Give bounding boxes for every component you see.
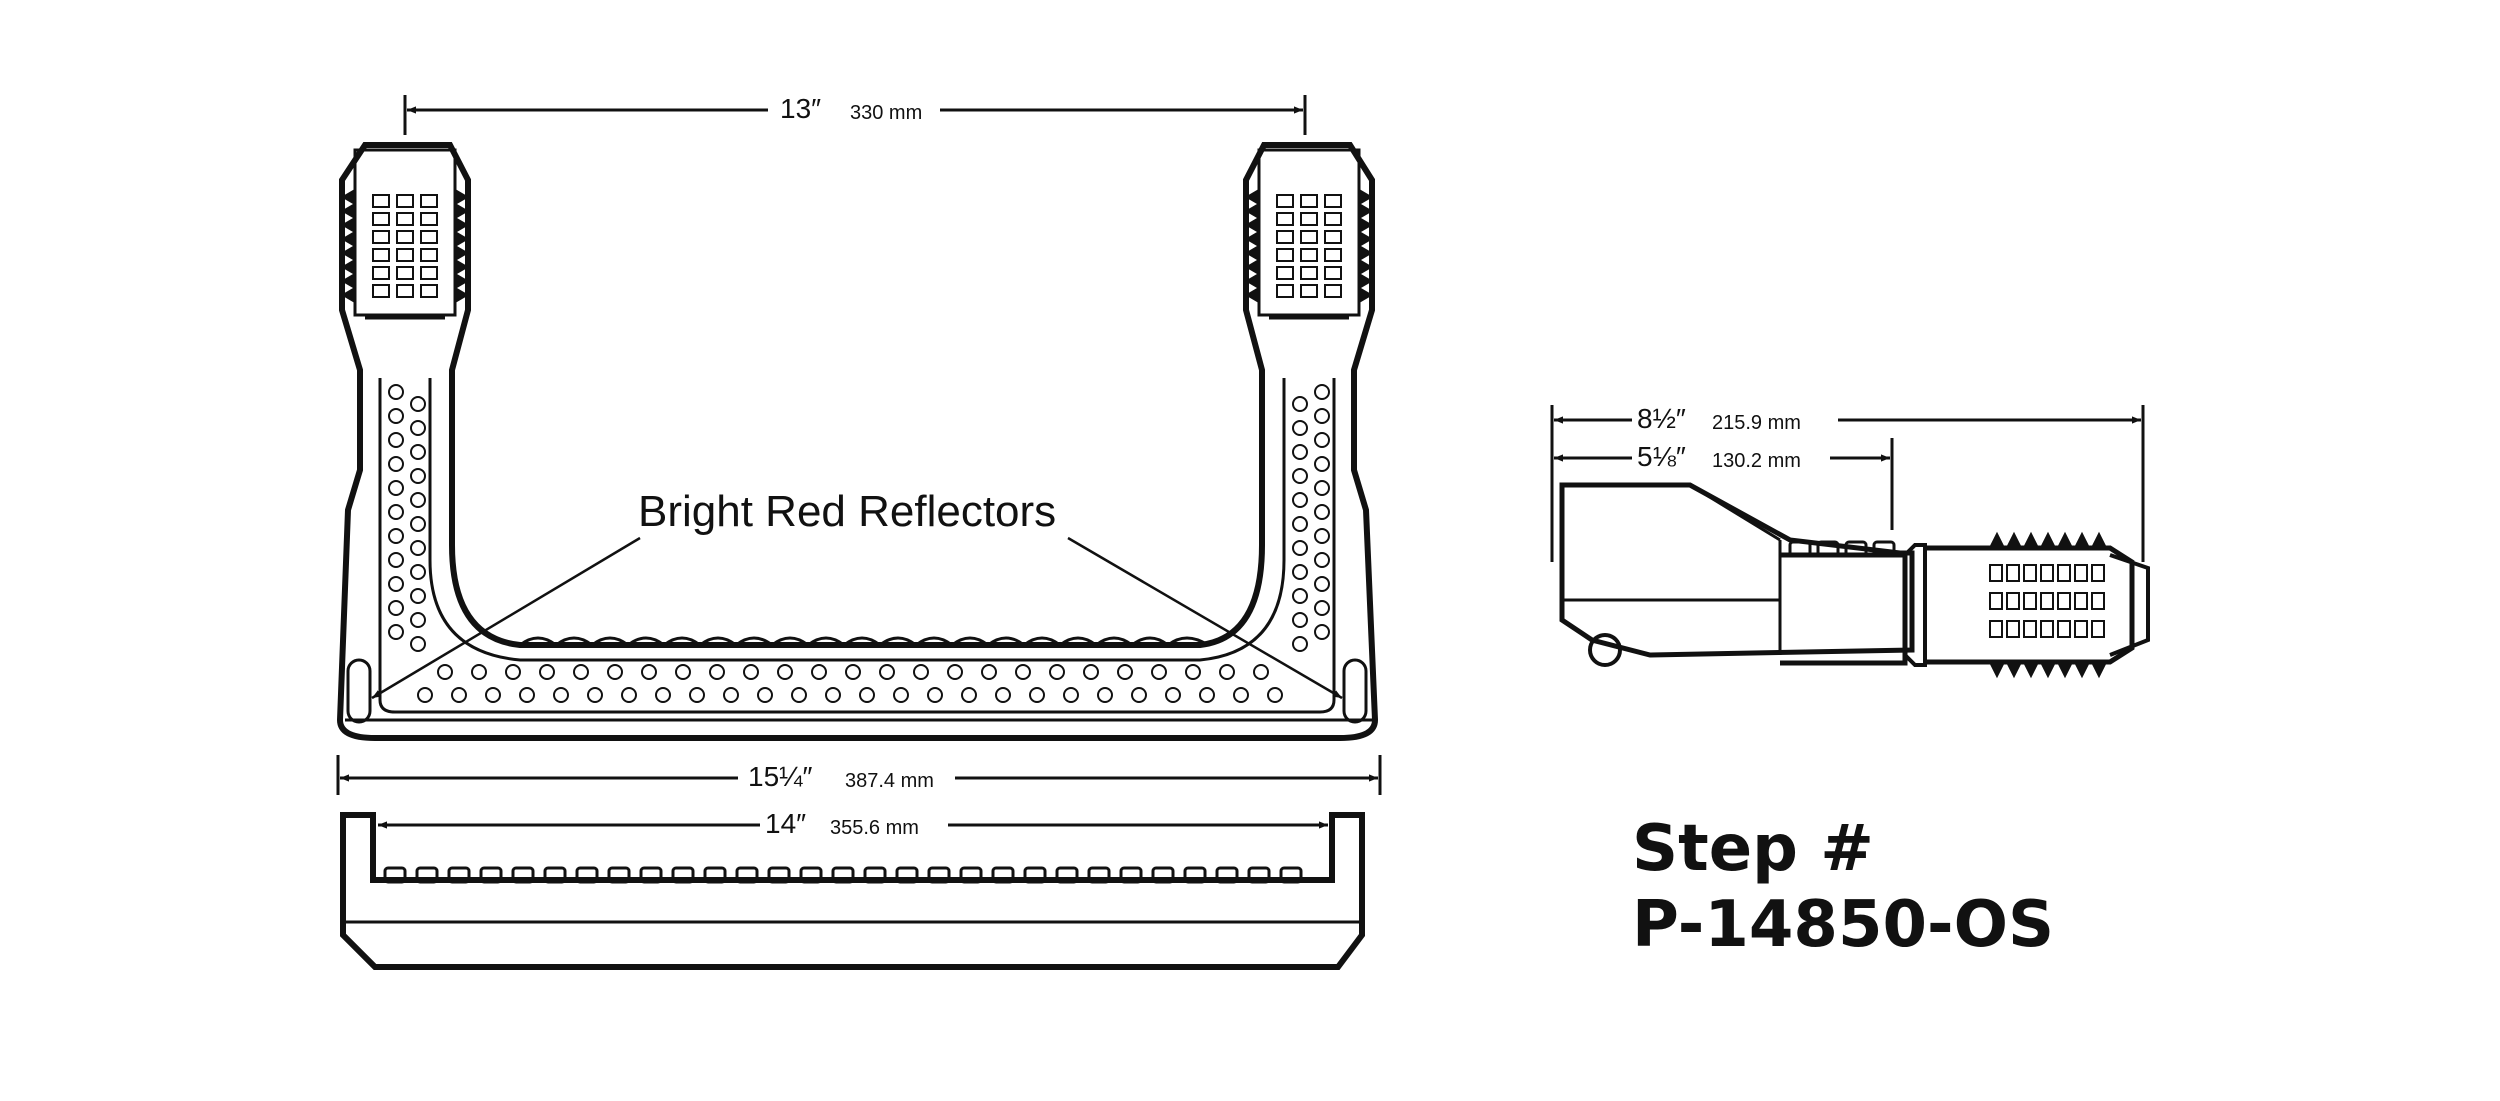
dimension-side-depth: 8½″ 215.9 mm [1550, 403, 2145, 562]
dim-side-imperial: 8½″ [1637, 403, 1686, 434]
dim-top-imperial: 13″ [780, 93, 821, 124]
right-leg-fitting [1245, 148, 1373, 320]
dim-overall-imperial: 15¼″ [748, 761, 812, 792]
step-tread-inner-edge [428, 378, 1286, 662]
bottom-view-teeth [383, 866, 1303, 884]
tread-holes [388, 384, 1330, 703]
bottom-view-outline [340, 812, 1365, 970]
product-number: P-14850-OS [1632, 888, 2054, 962]
dim-inner-imperial: 14″ [765, 808, 806, 839]
dim-inner-metric: 355.6 mm [830, 817, 919, 839]
dim-side-metric: 215.9 mm [1712, 412, 1801, 434]
reflector-callout: Bright Red Reflectors [371, 487, 1343, 700]
dim-shank-imperial: 5⅛″ [1637, 441, 1686, 472]
left-leg-fitting [341, 148, 469, 320]
side-view-tip [2109, 553, 2150, 657]
side-view-wheel [1588, 633, 1622, 667]
dimension-shank-depth: 5⅛″ 130.2 mm [1554, 438, 1894, 530]
dimension-inner: 14″ 355.6 mm [378, 808, 1328, 839]
tread-wavy-edge [519, 636, 1209, 647]
dimension-top: 13″ 330 mm [403, 93, 1307, 135]
left-reflector [346, 658, 372, 724]
side-view-collar [1903, 543, 1927, 667]
right-reflector [1342, 658, 1368, 724]
product-label: Step # [1632, 812, 1874, 886]
side-view-shank [1780, 552, 1908, 666]
bottom-view [340, 812, 1365, 970]
callout-label: Bright Red Reflectors [638, 487, 1056, 536]
dim-shank-metric: 130.2 mm [1712, 450, 1801, 472]
side-view [1559, 482, 2150, 679]
side-view-fins [1989, 531, 2107, 679]
step-inner-outline [378, 378, 1336, 714]
side-view-housing [1559, 482, 1915, 658]
step-outer-outline [336, 142, 1379, 741]
front-view [336, 142, 1379, 741]
dimension-overall: 15¼″ 387.4 mm [336, 755, 1382, 795]
dim-overall-metric: 387.4 mm [845, 770, 934, 792]
dim-top-metric: 330 mm [850, 102, 922, 124]
side-view-ridges [1788, 540, 1896, 558]
